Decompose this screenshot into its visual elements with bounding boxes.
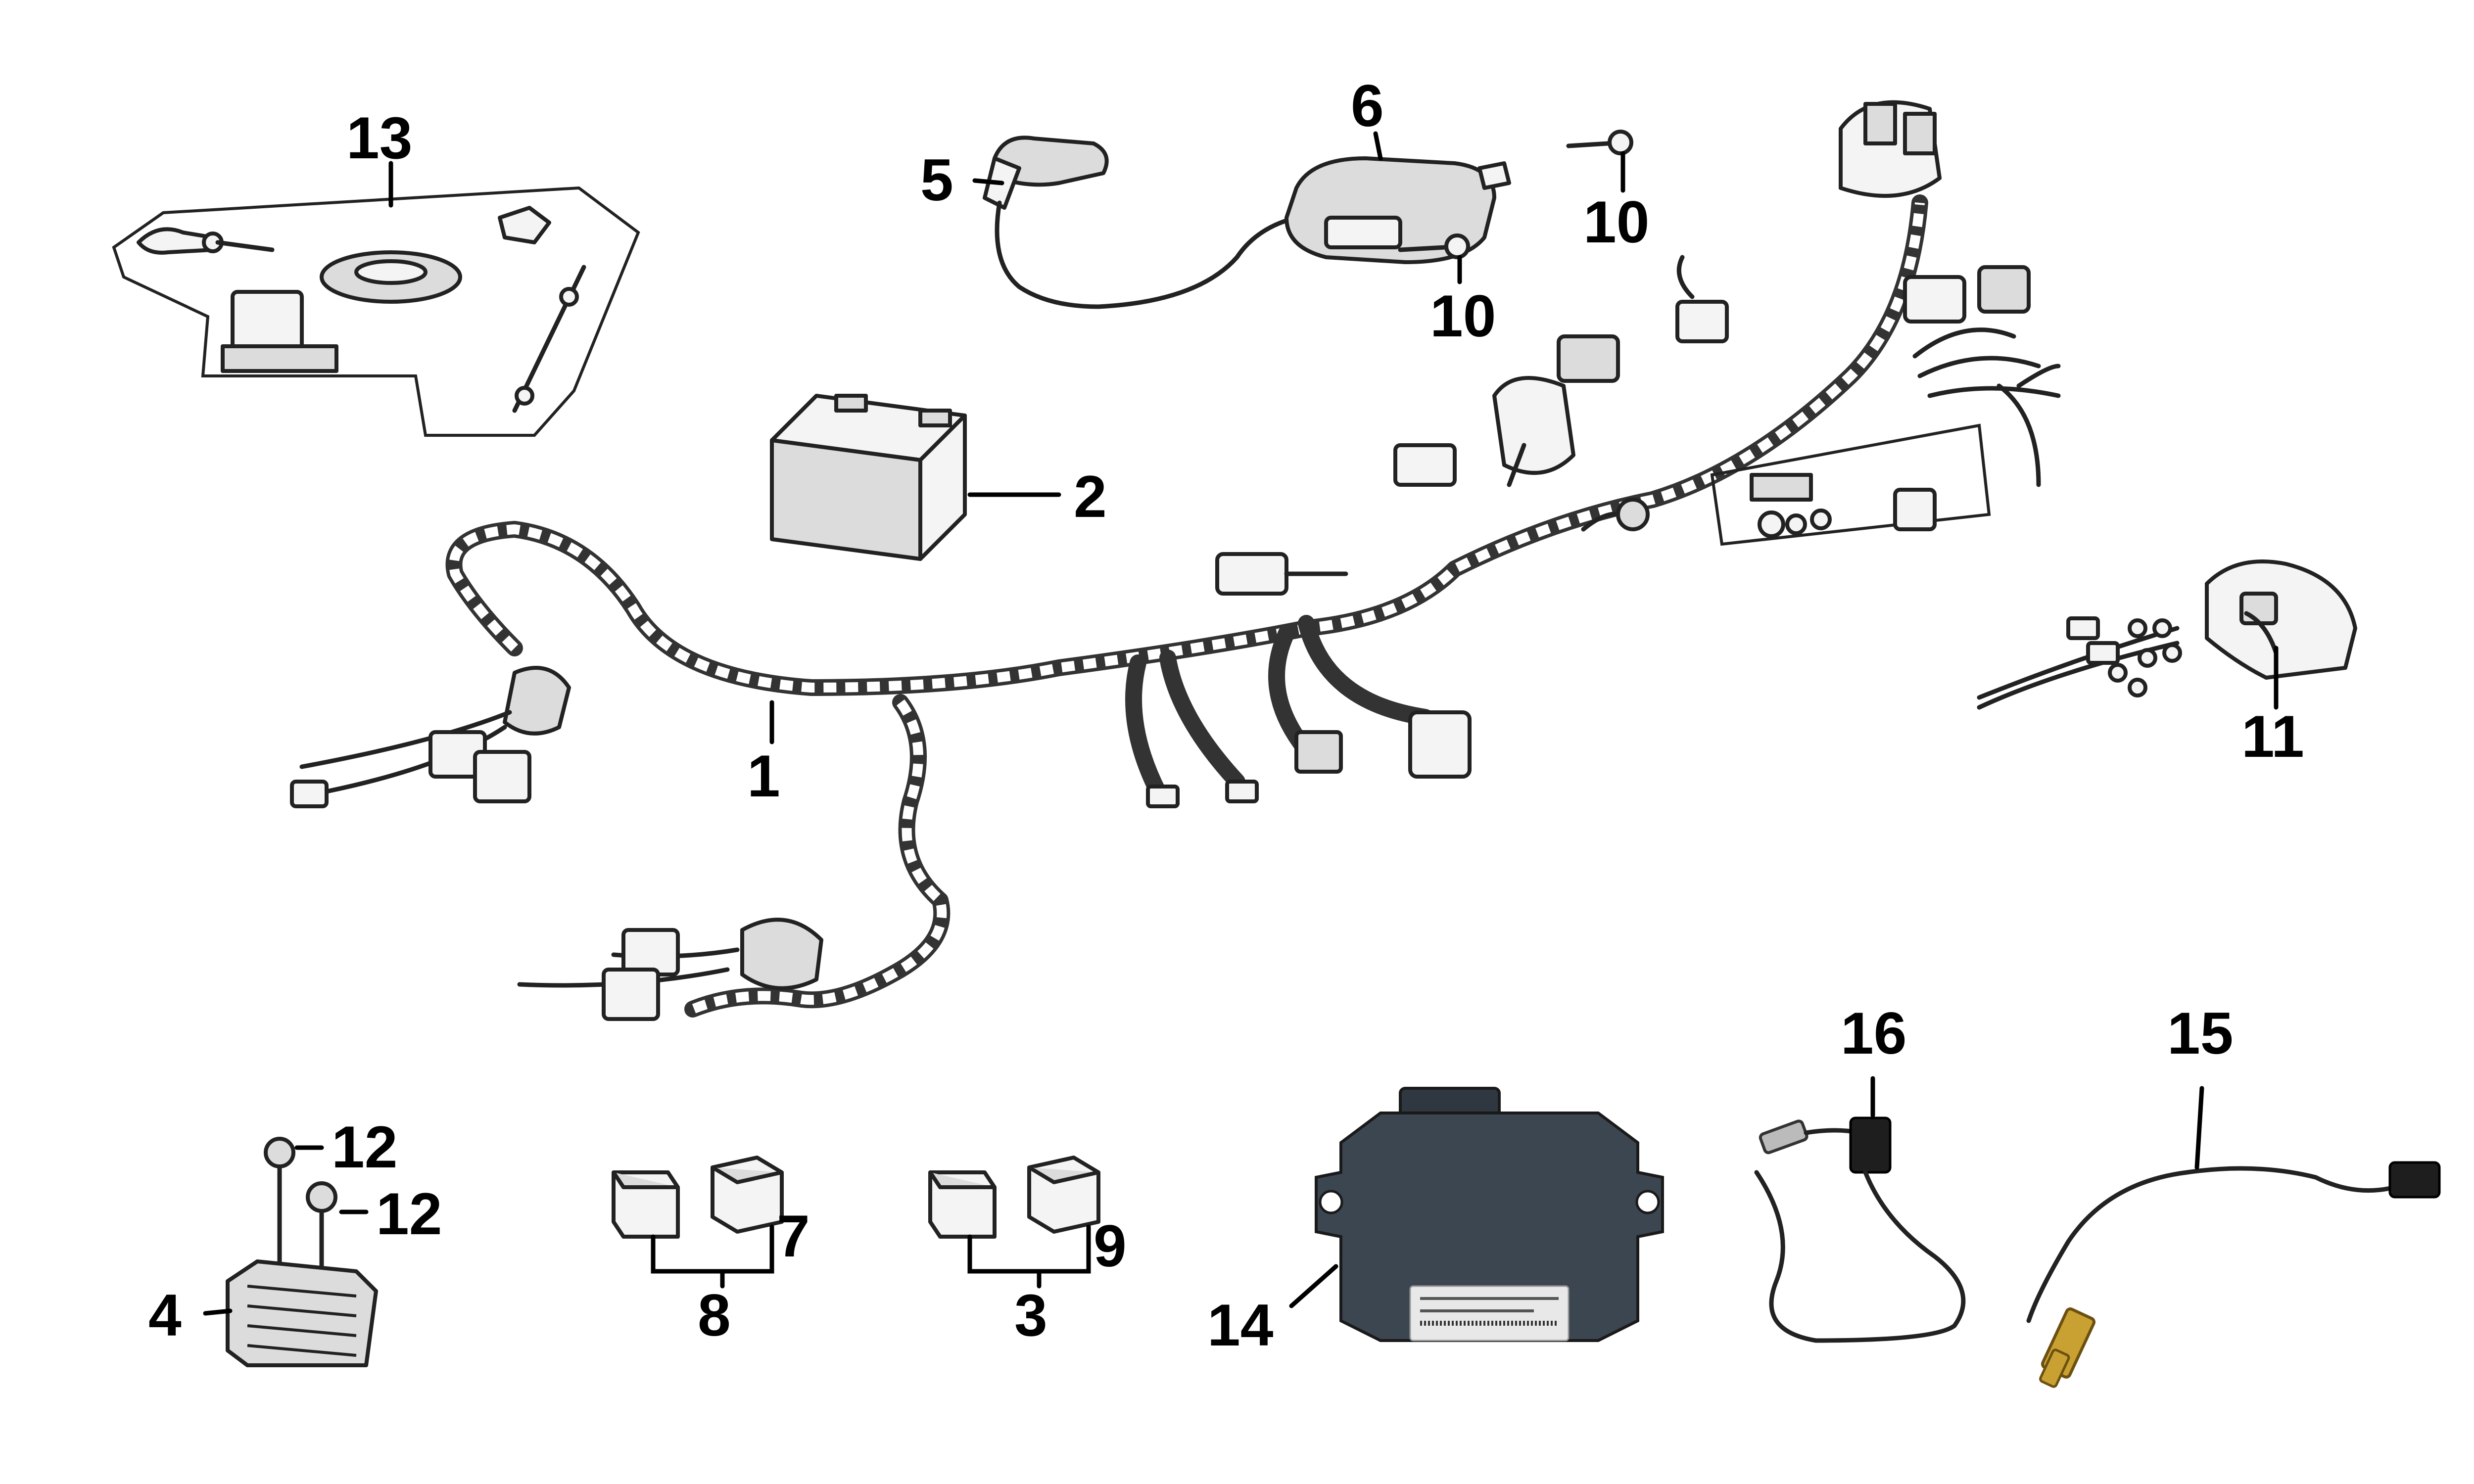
leader-8 — [651, 1224, 774, 1274]
part-8-relay — [612, 1170, 680, 1239]
part-14-ecu — [1315, 1087, 1664, 1342]
callout-2: 2 — [1074, 464, 1107, 530]
part-12-screw-upper — [264, 1137, 295, 1269]
leader-14 — [1289, 1264, 1338, 1308]
leader-4 — [203, 1308, 233, 1316]
part-10-bolt-upper — [1566, 130, 1633, 155]
callout-16: 16 — [1841, 1000, 1906, 1067]
part-9-relay — [1027, 1156, 1100, 1234]
part-13-panel-assembly — [112, 186, 640, 437]
callout-7: 7 — [777, 1203, 810, 1269]
callout-10-upper: 10 — [1583, 189, 1649, 255]
callout-10-lower: 10 — [1430, 283, 1496, 349]
part-7-relay — [711, 1156, 784, 1234]
callout-11: 11 — [2241, 703, 2304, 770]
callout-12-upper: 12 — [332, 1114, 397, 1180]
callout-3: 3 — [1014, 1282, 1047, 1348]
part-5-spark-plug-cap — [983, 136, 1109, 309]
leader-6 — [1373, 131, 1383, 161]
callout-6: 6 — [1351, 73, 1384, 139]
callout-4: 4 — [148, 1282, 182, 1348]
part-4-regulator-rectifier — [226, 1259, 378, 1367]
callout-8: 8 — [698, 1282, 731, 1348]
ecu-body — [1315, 1112, 1664, 1342]
leader-5 — [972, 178, 1004, 186]
callout-5: 5 — [920, 147, 953, 213]
callout-12-lower: 12 — [376, 1181, 442, 1247]
part-16-oxygen-sensor — [1754, 1116, 1966, 1343]
callout-1: 1 — [747, 743, 780, 809]
callout-15: 15 — [2167, 1000, 2233, 1067]
part-1-main-wiring-harness — [290, 100, 2061, 1021]
ecu-label-sticker — [1409, 1285, 1570, 1342]
part-11-connector-assembly — [1977, 559, 2357, 710]
part-10-bolt-lower — [1398, 233, 1470, 259]
part-15-temperature-sensor — [2026, 1161, 2441, 1388]
callout-9: 9 — [1094, 1213, 1127, 1279]
callout-14: 14 — [1207, 1292, 1274, 1358]
leader-3 — [967, 1224, 1091, 1274]
part-6-ignition-coil — [1096, 156, 1511, 309]
callout-13: 13 — [346, 105, 412, 171]
leader-15 — [2194, 1086, 2204, 1170]
part-3-relay — [928, 1170, 997, 1239]
part-2-battery — [770, 394, 967, 561]
